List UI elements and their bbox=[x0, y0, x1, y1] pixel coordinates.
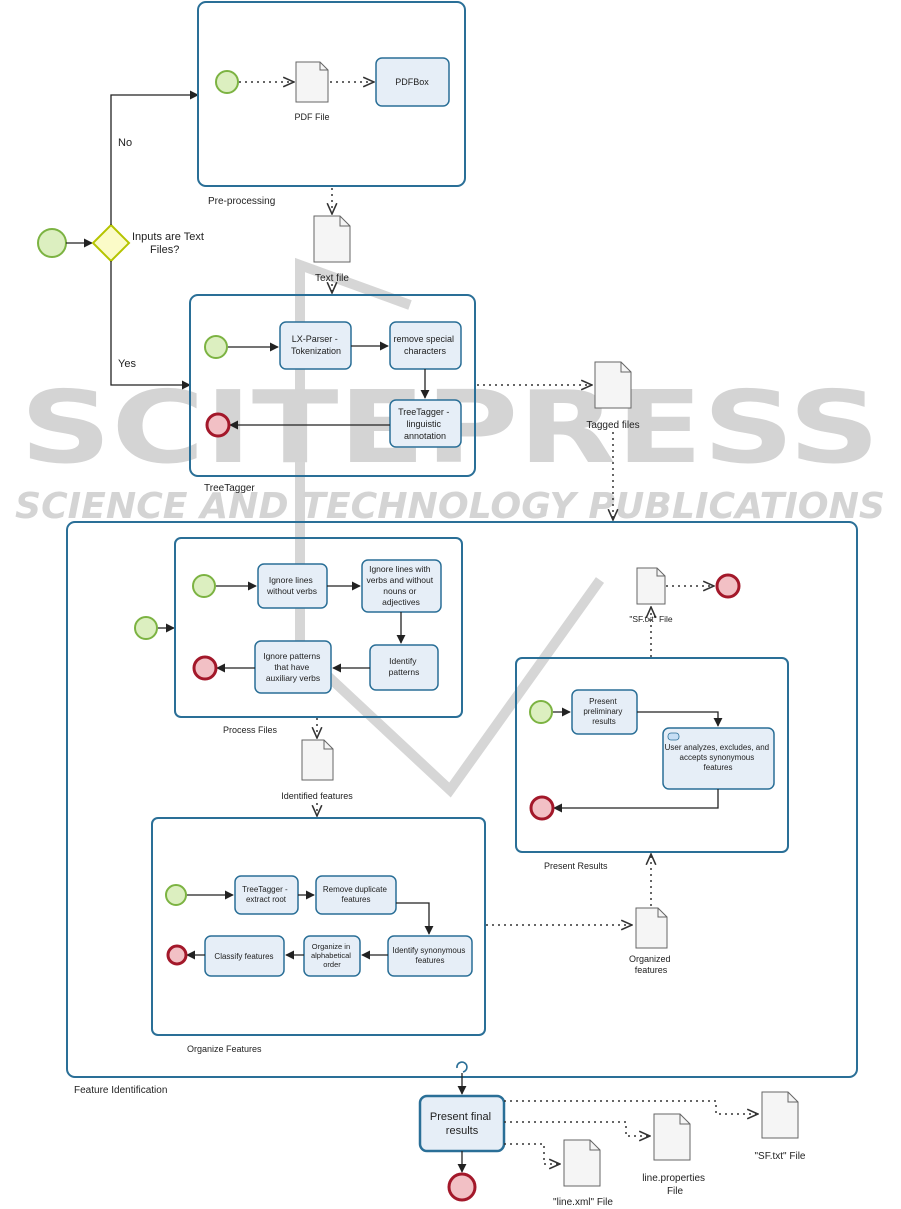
user-analyzes-label: User analyzes, excludes, and accepts syn… bbox=[665, 743, 772, 772]
flow-gateway-no bbox=[110, 90, 199, 225]
line-properties-label: line.properties File bbox=[642, 1173, 708, 1197]
organized-features-label: Organized features bbox=[629, 954, 673, 975]
treetagger-task-label: TreeTagger - linguistic annotation bbox=[398, 407, 452, 441]
process-start-event bbox=[37, 228, 67, 258]
watermark-sub-text: SCIENCE AND TECHNOLOGY PUBLICATIONS bbox=[15, 486, 885, 527]
present-results-subprocess bbox=[515, 657, 789, 853]
line-xml-document bbox=[563, 1139, 601, 1187]
process-files-end-event bbox=[192, 655, 218, 681]
pdfbox-task bbox=[375, 57, 450, 107]
process-files-start-event bbox=[192, 574, 216, 598]
flow-gateway-yes bbox=[110, 261, 191, 390]
organize-alphabetical-order-task bbox=[303, 935, 361, 977]
organize-features-title: Organize Features bbox=[187, 1044, 262, 1054]
feature-identification-title: Feature Identification bbox=[74, 1085, 167, 1096]
identify-patterns-label: Identify patterns bbox=[389, 656, 420, 677]
organize-features-subprocess bbox=[151, 817, 486, 1036]
treetagger-end-event bbox=[205, 412, 231, 438]
tagged-files-document bbox=[594, 361, 632, 409]
text-file-label: Text file bbox=[315, 273, 349, 284]
ignore-aux-label: Ignore patterns that have auxiliary verb… bbox=[263, 651, 323, 683]
classify-features-label: Classify features bbox=[214, 952, 273, 961]
treetagger-subprocess bbox=[189, 294, 476, 477]
present-results-end-event bbox=[529, 795, 555, 821]
lx-parser-label: LX-Parser - Tokenization bbox=[291, 334, 341, 356]
present-final-results-task bbox=[418, 1094, 506, 1153]
loop-icon bbox=[456, 1061, 468, 1073]
sf-txt-final-document bbox=[761, 1091, 799, 1139]
flow-preliminary-to-user-analyzes bbox=[637, 711, 723, 727]
identified-features-label: Identified features bbox=[281, 791, 353, 801]
flow-remove-duplicate-to-identify-synonymous bbox=[396, 902, 434, 935]
treetagger-start-event bbox=[204, 335, 228, 359]
ignore-no-verbs-label: Ignore lines without verbs bbox=[266, 575, 317, 596]
process-end-event bbox=[447, 1172, 477, 1202]
pre-processing-subprocess bbox=[197, 1, 466, 187]
tagged-files-label: Tagged files bbox=[586, 420, 639, 431]
organize-alpha-label: Organize in alphabetical order bbox=[311, 942, 353, 969]
input-type-gateway bbox=[91, 223, 131, 263]
process-files-subprocess bbox=[174, 537, 463, 718]
no-branch-label: No bbox=[118, 137, 132, 149]
preliminary-results-label: Present preliminary results bbox=[583, 697, 624, 726]
identify-synonymous-label: Identify synonymous features bbox=[392, 946, 467, 965]
text-file-document bbox=[313, 215, 351, 263]
classify-features-task bbox=[204, 935, 285, 977]
remove-special-label: remove special characters bbox=[393, 334, 456, 356]
flow-final-to-line-xml bbox=[504, 1143, 560, 1164]
remove-duplicate-features-task bbox=[315, 875, 397, 915]
pre-processing-start-event bbox=[215, 70, 239, 94]
process-files-title: Process Files bbox=[223, 725, 278, 735]
sf-file-end-event bbox=[715, 573, 741, 599]
treetagger-linguistic-annotation-task bbox=[389, 399, 462, 448]
line-xml-label: "line.xml" File bbox=[553, 1197, 613, 1208]
sf-txt-final-label: "SF.txt" File bbox=[755, 1151, 806, 1162]
pdf-file-label: PDF File bbox=[294, 112, 329, 122]
treetagger-title: TreeTagger bbox=[204, 483, 255, 494]
flow-final-to-line-properties bbox=[504, 1121, 650, 1136]
remove-duplicate-label: Remove duplicate features bbox=[323, 885, 389, 904]
line-properties-document bbox=[653, 1113, 691, 1161]
flow-user-analyzes-to-end bbox=[553, 789, 719, 813]
gateway-question-label: Inputs are Text Files? bbox=[132, 231, 207, 256]
organize-features-end-event bbox=[166, 944, 188, 966]
extract-root-label: TreeTagger - extract root bbox=[242, 885, 290, 904]
sf-txt-inner-label: "SF.txt" File bbox=[629, 614, 673, 624]
pdf-file-document bbox=[295, 61, 329, 103]
flow-final-to-sf-txt bbox=[504, 1100, 758, 1114]
organized-features-document bbox=[635, 907, 668, 949]
present-results-title: Present Results bbox=[544, 861, 608, 871]
ignore-patterns-auxiliary-verbs-task bbox=[254, 640, 332, 694]
organize-features-start-event bbox=[165, 884, 187, 906]
pdfbox-label: PDFBox bbox=[395, 77, 429, 87]
identified-features-document bbox=[301, 739, 334, 781]
present-results-start-event bbox=[529, 700, 553, 724]
feature-identification-start-event bbox=[134, 616, 158, 640]
yes-branch-label: Yes bbox=[118, 358, 136, 370]
present-final-label: Present final results bbox=[430, 1111, 494, 1137]
identify-synonymous-features-task bbox=[387, 935, 473, 977]
pre-processing-title: Pre-processing bbox=[208, 196, 275, 207]
sf-txt-document-inner bbox=[636, 567, 666, 605]
ignore-verbs-nouns-label: Ignore lines with verbs and without noun… bbox=[367, 564, 436, 607]
user-task-icon bbox=[667, 732, 680, 741]
